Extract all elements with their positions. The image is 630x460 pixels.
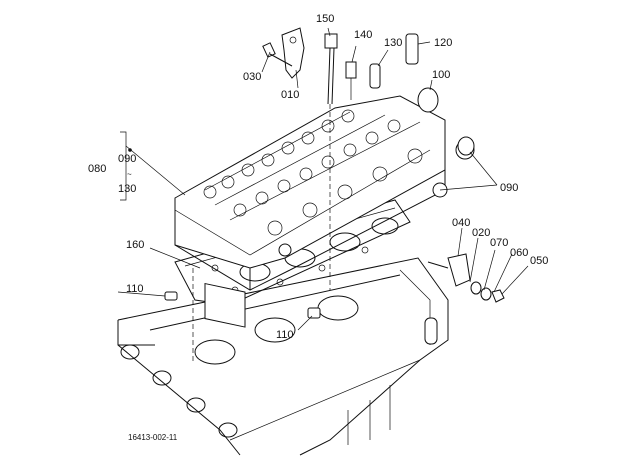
callout-040: 040	[452, 217, 470, 229]
hanger-bolt	[262, 42, 293, 67]
valve-ports	[203, 109, 423, 236]
temperature-sender	[345, 61, 357, 100]
callout-100: 100	[432, 69, 450, 81]
plug-130	[369, 63, 381, 89]
callout-150: 150	[316, 13, 334, 25]
leader-lines	[117, 27, 529, 362]
callout-070: 070	[490, 237, 508, 249]
cap-100	[417, 87, 439, 113]
stud-bracket-assembly	[427, 253, 505, 303]
callout-110-center: 110	[276, 329, 294, 341]
callout-030: 030	[243, 71, 261, 83]
callout-050: 050	[530, 255, 548, 267]
hanger-bracket	[281, 27, 305, 79]
callout-090-right: 090	[500, 182, 518, 194]
cylinder-block	[117, 257, 449, 456]
callout-120: 120	[434, 37, 452, 49]
callout-160: 160	[126, 239, 144, 251]
callout-020: 020	[472, 227, 490, 239]
cylinder-head	[174, 95, 475, 328]
callout-110-left: 110	[126, 283, 144, 295]
callout-010: 010	[281, 89, 299, 101]
plug-110-center	[307, 307, 321, 319]
plug-120	[405, 33, 419, 65]
callout-090-range-end: 130	[118, 183, 136, 195]
plug-090	[457, 136, 475, 156]
range-tilde: ~	[127, 170, 132, 179]
drawing-number: 16413-002-11	[128, 433, 178, 442]
head-bolt	[324, 33, 338, 105]
callout-090-range-start: 090	[118, 153, 136, 165]
callout-labels: 150 140 130 120 030 010 100 080 090 ~ 13…	[88, 13, 548, 442]
callout-080: 080	[88, 163, 106, 175]
callout-060: 060	[510, 247, 528, 259]
callout-140: 140	[354, 29, 372, 41]
callout-130: 130	[384, 37, 402, 49]
plug-110-left	[164, 291, 178, 301]
